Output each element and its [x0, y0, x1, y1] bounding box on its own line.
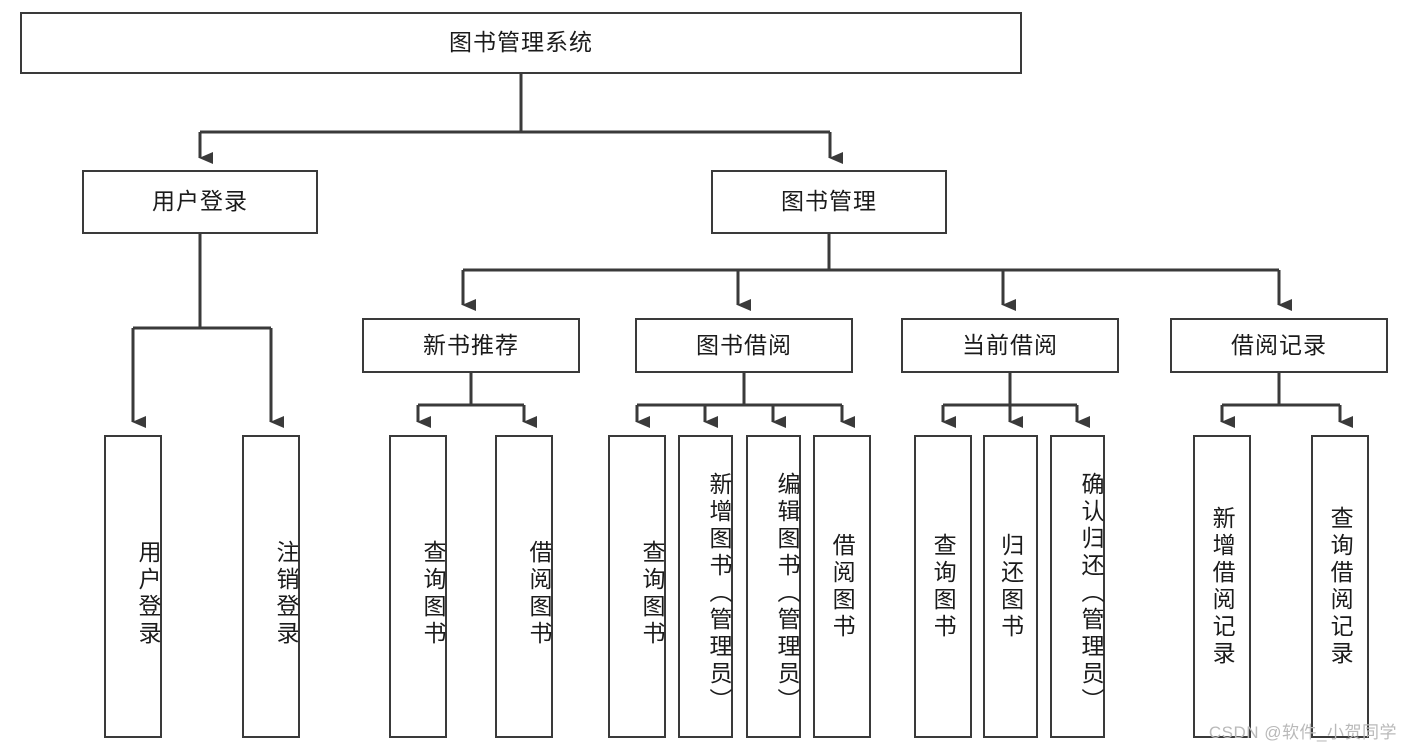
node-book-borrow-label: 图书借阅: [696, 331, 792, 358]
node-leaf-confirm-return-admin[interactable]: 确认归还（管理员）: [1050, 435, 1105, 738]
node-root[interactable]: 图书管理系统: [20, 12, 1022, 74]
node-leaf-borrow-book-1[interactable]: 借阅图书: [495, 435, 553, 738]
node-leaf-query-borrow-record[interactable]: 查询借阅记录: [1311, 435, 1369, 738]
node-leaf-add-book-admin-label: 新增图书（管理员）: [706, 472, 732, 715]
node-leaf-add-borrow-record-label: 新增借阅记录: [1209, 505, 1236, 668]
node-leaf-add-borrow-record[interactable]: 新增借阅记录: [1193, 435, 1251, 738]
node-leaf-edit-book-admin-label: 编辑图书（管理员）: [774, 472, 800, 715]
node-leaf-query-book-3-label: 查询图书: [930, 532, 957, 641]
node-book-manage[interactable]: 图书管理: [711, 170, 947, 234]
node-leaf-user-login-label: 用户登录: [135, 539, 161, 648]
node-leaf-logout-login-label: 注销登录: [273, 539, 299, 648]
node-leaf-query-book-2[interactable]: 查询图书: [608, 435, 666, 738]
node-user-login-label: 用户登录: [152, 188, 248, 215]
node-leaf-query-book-1[interactable]: 查询图书: [389, 435, 447, 738]
node-leaf-query-book-2-label: 查询图书: [639, 539, 665, 648]
node-leaf-add-book-admin[interactable]: 新增图书（管理员）: [678, 435, 733, 738]
node-leaf-confirm-return-admin-label: 确认归还（管理员）: [1078, 472, 1104, 715]
node-book-borrow[interactable]: 图书借阅: [635, 318, 853, 373]
node-new-book-recommend[interactable]: 新书推荐: [362, 318, 580, 373]
node-leaf-borrow-book-2[interactable]: 借阅图书: [813, 435, 871, 738]
node-current-borrow[interactable]: 当前借阅: [901, 318, 1119, 373]
node-leaf-return-book-label: 归还图书: [997, 532, 1024, 641]
node-user-login[interactable]: 用户登录: [82, 170, 318, 234]
node-new-book-recommend-label: 新书推荐: [423, 331, 519, 358]
node-leaf-edit-book-admin[interactable]: 编辑图书（管理员）: [746, 435, 801, 738]
node-leaf-query-book-3[interactable]: 查询图书: [914, 435, 972, 738]
node-leaf-query-borrow-record-label: 查询借阅记录: [1327, 505, 1354, 668]
node-current-borrow-label: 当前借阅: [962, 331, 1058, 358]
node-leaf-logout-login[interactable]: 注销登录: [242, 435, 300, 738]
node-leaf-borrow-book-1-label: 借阅图书: [526, 539, 552, 648]
node-leaf-return-book[interactable]: 归还图书: [983, 435, 1038, 738]
node-book-manage-label: 图书管理: [781, 188, 877, 215]
node-leaf-borrow-book-2-label: 借阅图书: [829, 532, 856, 641]
node-leaf-user-login[interactable]: 用户登录: [104, 435, 162, 738]
node-borrow-record-label: 借阅记录: [1231, 331, 1327, 358]
node-borrow-record[interactable]: 借阅记录: [1170, 318, 1388, 373]
csdn-watermark: CSDN @软件_小贺同学: [1208, 723, 1397, 742]
node-leaf-query-book-1-label: 查询图书: [420, 539, 446, 648]
node-root-label: 图书管理系统: [449, 29, 593, 56]
